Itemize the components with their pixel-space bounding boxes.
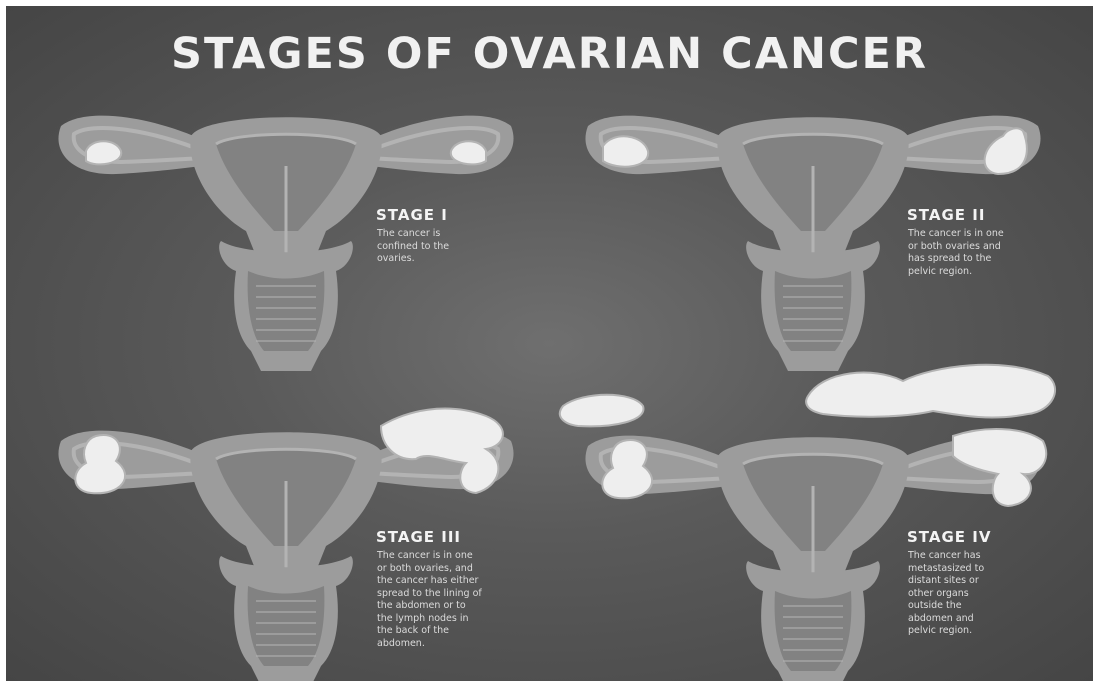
stage-1-label: STAGE I (376, 206, 448, 224)
stage-2-label: STAGE II (907, 206, 985, 224)
tumor-1-1 (86, 141, 121, 164)
tumor-1-2 (451, 141, 486, 164)
stage-3-panel: STAGE III The cancer is in one or both o… (6, 316, 546, 676)
stage-1-description: The cancer is confined to the ovaries. (377, 228, 449, 266)
stage-2-panel: STAGE II The cancer is in one or both ov… (533, 6, 1073, 346)
infographic-frame: STAGES OF OVARIAN CANCER STAGE I The can… (6, 6, 1093, 681)
stage-2-description: The cancer is in one or both ovaries and… (908, 228, 1004, 278)
uterus-diagram-stage-4 (533, 316, 1073, 676)
uterus-diagram-stage-2 (533, 6, 1073, 346)
stage-4-description: The cancer has metastasized to distant s… (908, 550, 984, 638)
stage-1-panel: STAGE I The cancer is confined to the ov… (6, 6, 546, 346)
tumor-2-1 (603, 136, 648, 166)
stage-4-label: STAGE IV (907, 528, 991, 546)
uterus-diagram-stage-1 (6, 6, 546, 346)
stage-3-description: The cancer is in one or both ovaries, an… (377, 550, 482, 650)
tumor-4-3 (806, 365, 1055, 418)
stage-3-label: STAGE III (376, 528, 461, 546)
tumor-4-1 (560, 395, 644, 427)
stage-4-panel: STAGE IV The cancer has metastasized to … (533, 316, 1073, 676)
